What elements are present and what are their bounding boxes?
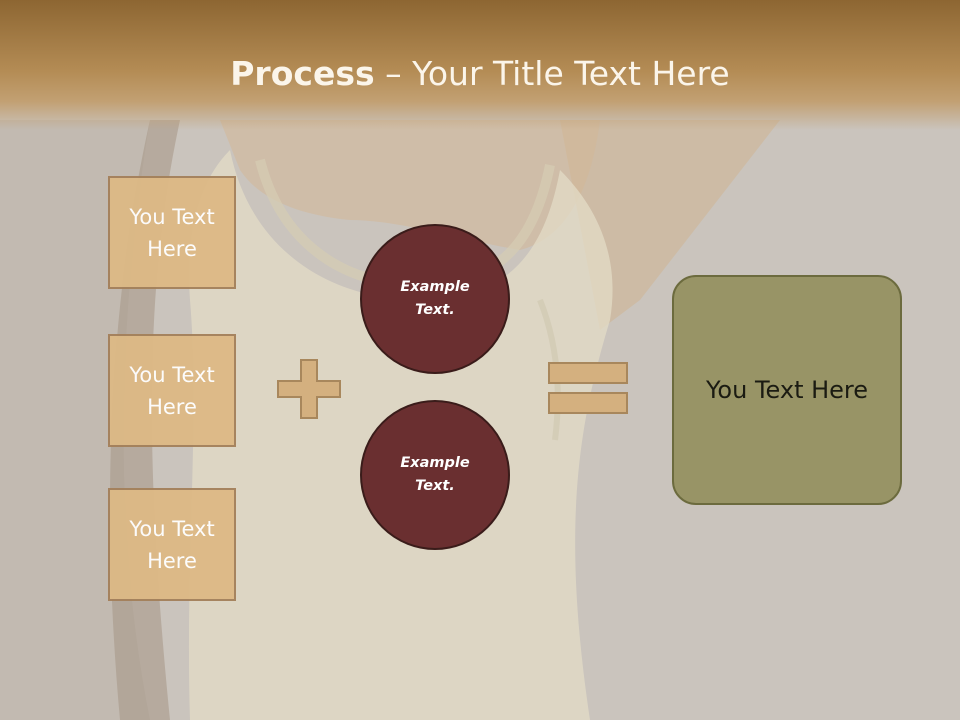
equals-icon [548,362,628,414]
title-bar [0,0,960,130]
title-bold: Process [230,54,375,93]
result-box: You Text Here [672,275,902,505]
circle-2-text: Example Text. [400,455,470,494]
input-box-2: You Text Here [108,334,236,447]
title-rest: – Your Title Text Here [374,54,730,93]
page-title: Process – Your Title Text Here [0,52,960,96]
example-circle-1: Example Text. [360,224,510,374]
input-box-3: You Text Here [108,488,236,601]
example-circle-2: Example Text. [360,400,510,550]
input-box-1: You Text Here [108,176,236,289]
circle-1-text: Example Text. [400,279,470,318]
plus-icon [277,359,341,419]
